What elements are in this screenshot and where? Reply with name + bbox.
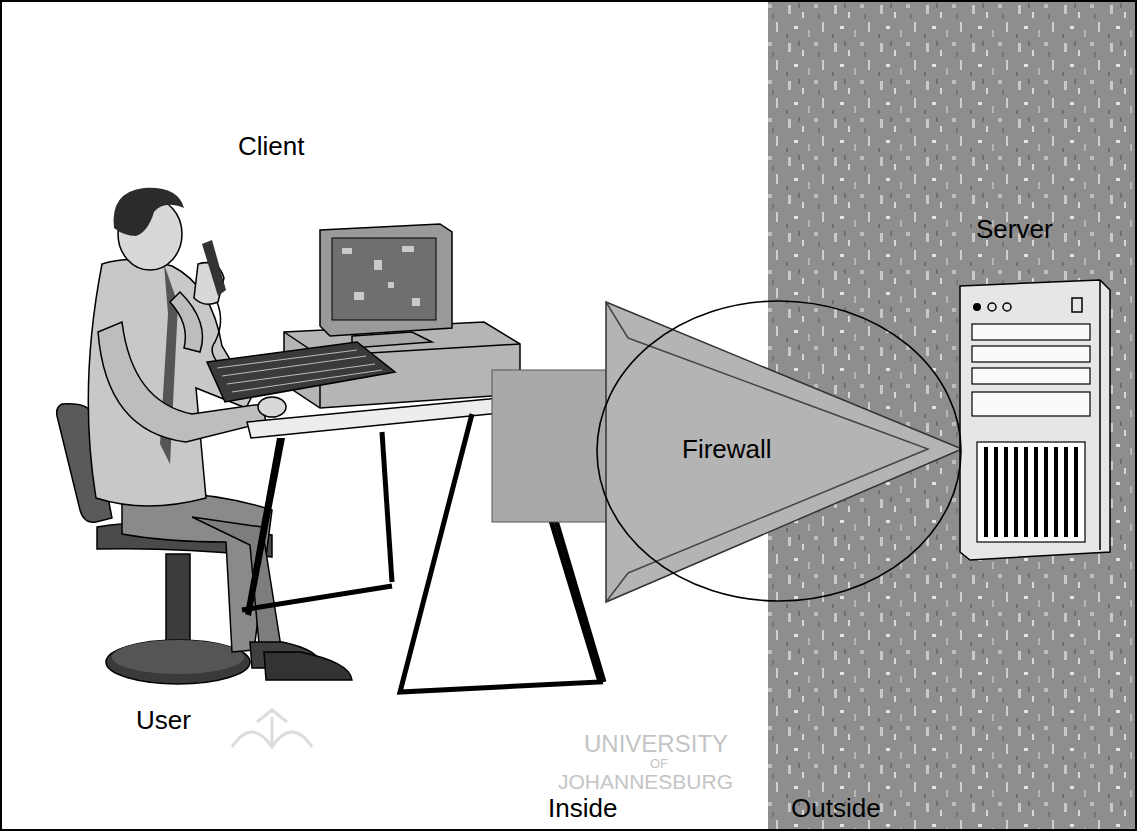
watermark-text: UNIVERSITY	[584, 730, 728, 758]
user-label: User	[136, 706, 191, 736]
region-label: Outside	[791, 794, 881, 824]
firewall-outline	[595, 299, 963, 603]
watermark-text: JOHANNESBURG	[558, 770, 733, 794]
firewall-circle: Firewall	[595, 299, 963, 603]
node-text: Firewall	[682, 435, 772, 465]
server-label: Server	[976, 215, 1053, 245]
client-label: Client	[238, 132, 304, 162]
region-label: Inside	[548, 794, 617, 824]
watermark-text: OF	[650, 757, 668, 772]
